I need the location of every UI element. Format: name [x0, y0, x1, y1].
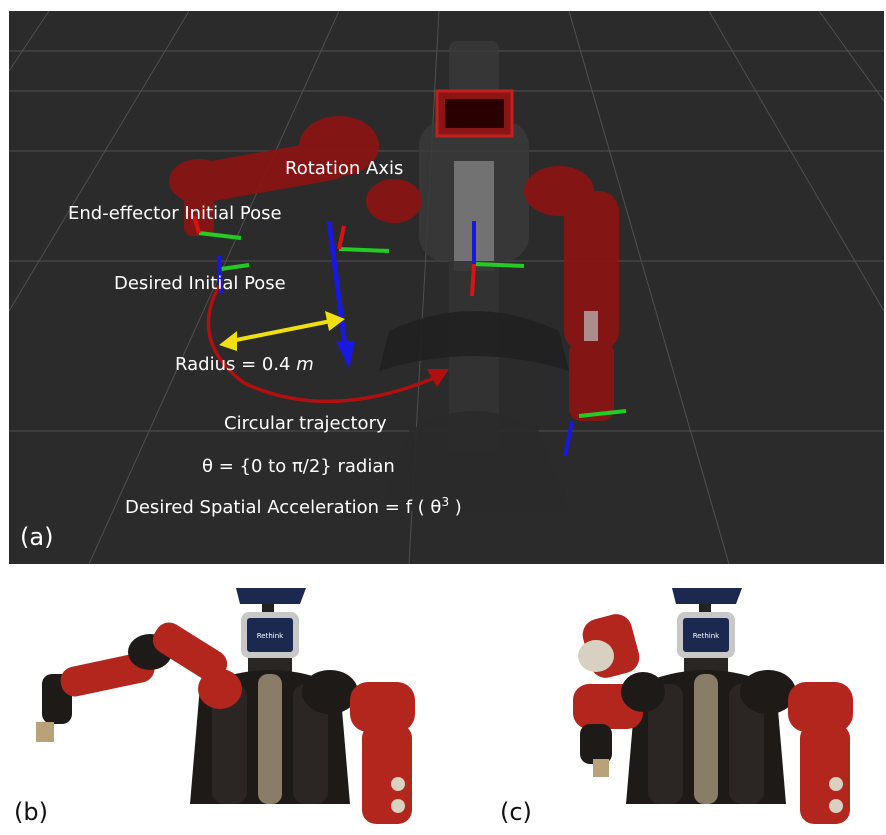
robot-head: Rethink — [236, 588, 306, 658]
robot-right-arm-c — [740, 670, 853, 824]
acceleration-label: Desired Spatial Acceleration = f ( θ3 ) — [125, 495, 462, 518]
robot-body — [379, 41, 569, 511]
panel-a-tag: (a) — [20, 523, 54, 551]
frame-right-gripper — [563, 409, 627, 457]
rotation-axis-arrow — [326, 220, 355, 369]
robot-right-arm-b — [302, 670, 415, 824]
robot-left-arm — [169, 116, 422, 236]
acceleration-exponent: 3 — [441, 495, 450, 509]
panel-b-tag: (b) — [14, 798, 48, 826]
end-effector-initial-pose-label: End-effector Initial Pose — [68, 203, 282, 224]
robot-left-arm-b — [36, 622, 242, 742]
robot-head: Rethink — [672, 588, 742, 658]
frame-end-effector-initial — [192, 215, 242, 240]
panel-c-tag: (c) — [500, 798, 532, 826]
circular-trajectory-arc — [206, 285, 449, 404]
radius-unit: m — [296, 354, 314, 375]
robot-photo-b: Rethink — [36, 588, 415, 824]
simulation-scene — [9, 11, 884, 564]
robot-left-arm-c — [573, 614, 665, 777]
robot-photo-c: Rethink — [573, 588, 853, 824]
acceleration-close: ) — [449, 497, 462, 518]
frame-base — [470, 221, 525, 297]
panel-a-simulation: Rotation Axis End-effector Initial Pose … — [9, 11, 884, 564]
robot-right-arm — [524, 166, 619, 421]
acceleration-text: Desired Spatial Acceleration = f ( θ — [125, 497, 442, 518]
frame-desired-initial — [217, 255, 250, 294]
panel-c-robot-photo: Rethink (c) — [468, 574, 886, 835]
panel-b-robot-photo: Rethink (b) — [0, 574, 466, 835]
desired-initial-pose-label: Desired Initial Pose — [114, 273, 286, 294]
frame-torso — [337, 225, 390, 253]
theta-range-label: θ = {0 to π/2} radian — [202, 456, 395, 477]
robot-torso — [626, 658, 786, 804]
rotation-axis-label: Rotation Axis — [285, 158, 404, 179]
radius-label: Radius = 0.4 m — [175, 354, 314, 375]
radius-arrow — [219, 311, 345, 351]
screen-text: Rethink — [693, 632, 720, 640]
screen-text: Rethink — [257, 632, 284, 640]
circular-trajectory-label: Circular trajectory — [224, 413, 387, 434]
radius-value: Radius = 0.4 — [175, 354, 297, 375]
